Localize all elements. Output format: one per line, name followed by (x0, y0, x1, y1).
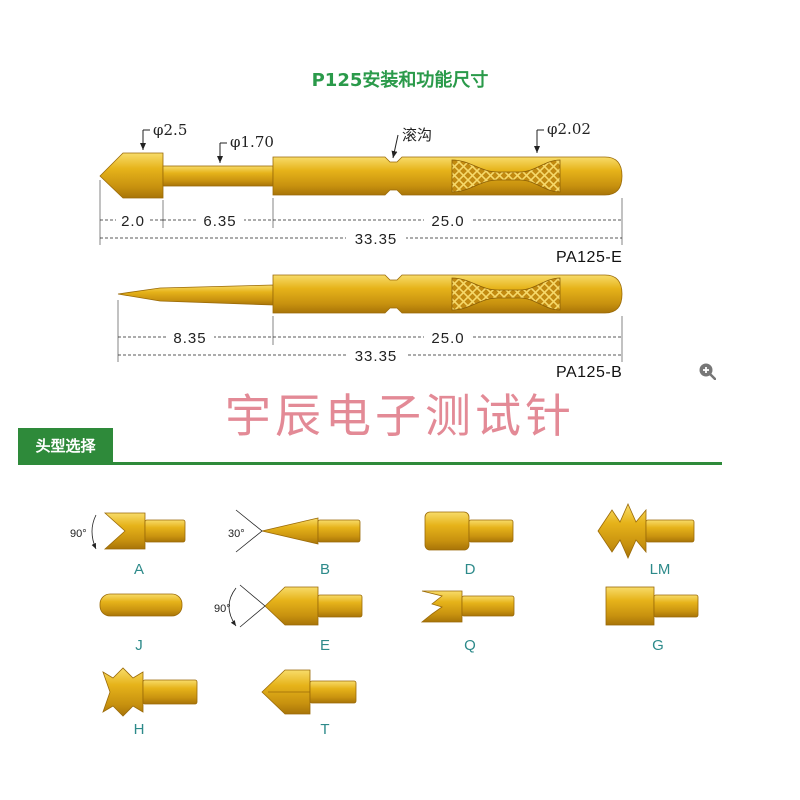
dim-b-total-length: 33.35 (355, 348, 398, 365)
dim-barrel-length: 25.0 (431, 213, 464, 230)
probe-e-plunger (162, 165, 274, 187)
dim-tip-length: 2.0 (121, 213, 145, 230)
page-title: P125安装和功能尺寸 (311, 70, 489, 91)
angle-e: 90° (214, 603, 231, 615)
model-label-e: PA125-E (556, 249, 622, 266)
head-letter-t: T (320, 721, 329, 738)
head-type-g: G (605, 586, 699, 654)
angle-a: 90° (70, 528, 87, 540)
head-letter-lm: LM (650, 561, 671, 578)
probe-b-spring-cutaway (451, 277, 561, 311)
section-header-label: 头型选择 (35, 437, 96, 455)
callout-groove: 滚沟 (402, 126, 432, 144)
probe-e-barrel (272, 156, 623, 196)
head-type-q: Q (420, 590, 515, 654)
watermark-text: 宇辰电子测试针 (225, 389, 575, 443)
dim-b-tip-length: 8.35 (173, 330, 206, 347)
head-type-j: J (99, 593, 183, 654)
head-letter-j: J (135, 637, 143, 654)
probe-b-needle (117, 284, 274, 306)
probe-b: 8.35 25.0 33.35 PA125-B (117, 274, 623, 381)
head-letter-q: Q (464, 637, 476, 654)
head-letter-a: A (134, 561, 144, 578)
dim-total-length: 33.35 (355, 231, 398, 248)
section-divider (18, 462, 722, 465)
head-letter-h: H (134, 721, 145, 738)
head-type-b: 30° B (228, 509, 361, 578)
head-letter-d: D (465, 561, 476, 578)
probe-e-spring-cutaway (451, 159, 561, 193)
head-type-lm: LM (597, 503, 695, 578)
head-type-a: 90° A (70, 512, 186, 578)
zoom-in-icon[interactable] (698, 362, 717, 381)
head-letter-b: B (320, 561, 330, 578)
probe-b-barrel (272, 274, 623, 314)
dim-b-barrel-length: 25.0 (431, 330, 464, 347)
head-type-e: 90° E (214, 584, 363, 654)
callout-plunger-diameter: φ1.70 (230, 133, 274, 151)
callout-barrel-diameter: φ2.02 (547, 120, 591, 138)
angle-b: 30° (228, 528, 245, 540)
head-type-h: H (102, 667, 198, 738)
probe-e: φ2.5 φ1.70 滚沟 φ2.02 2.0 6.35 25.0 33.35 (99, 120, 623, 266)
head-letter-e: E (320, 637, 330, 654)
callout-tip-diameter: φ2.5 (153, 121, 187, 139)
section-header-bar (18, 428, 113, 464)
head-type-d: D (424, 511, 514, 578)
dim-plunger-length: 6.35 (203, 213, 236, 230)
head-letter-g: G (652, 637, 664, 654)
head-type-t: T (261, 669, 357, 738)
model-label-b: PA125-B (556, 364, 622, 381)
probe-e-tip (99, 152, 164, 199)
